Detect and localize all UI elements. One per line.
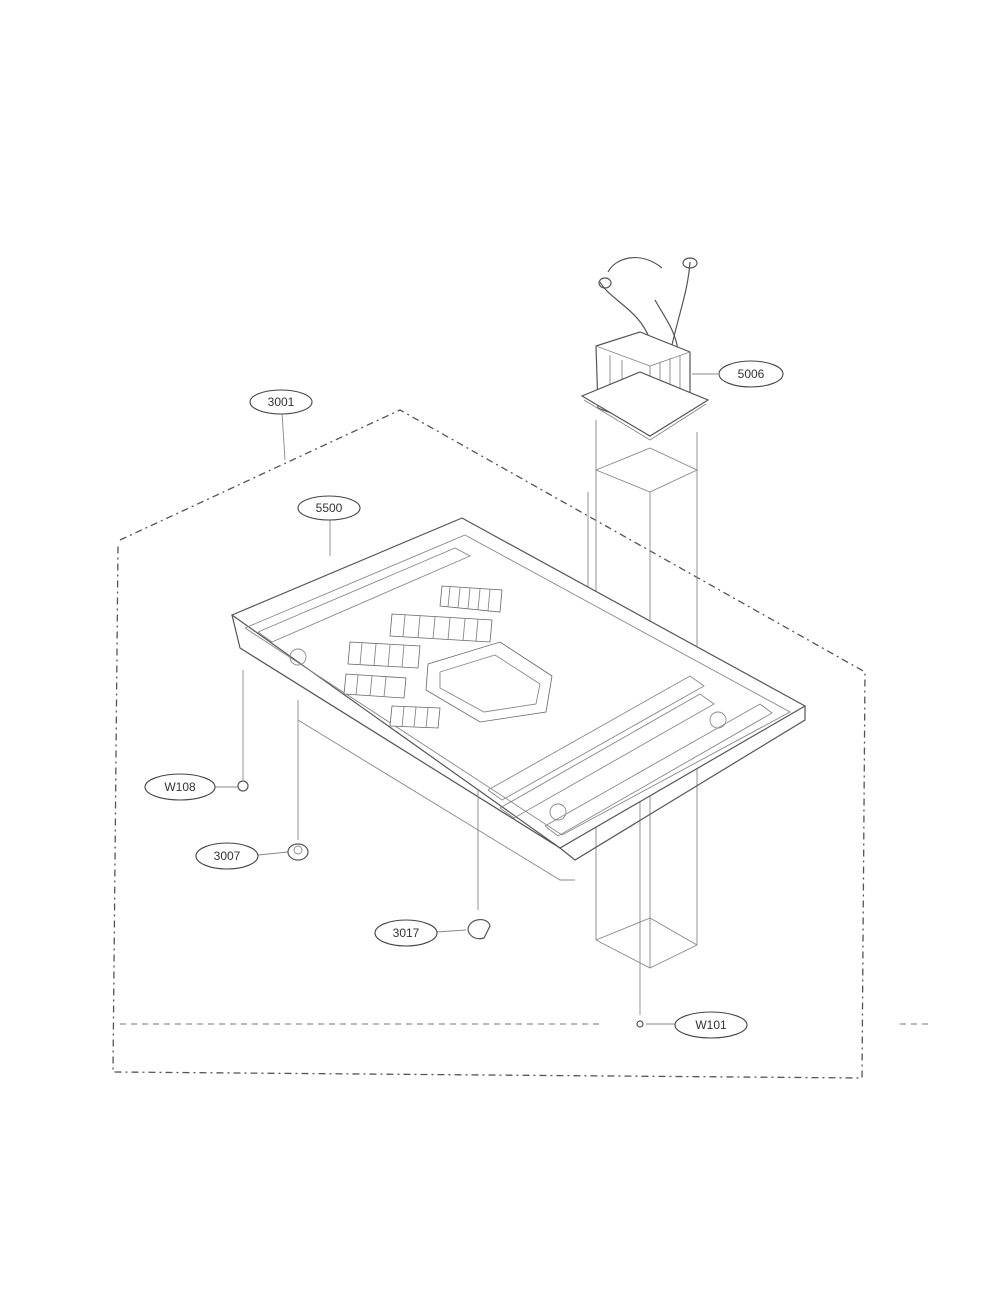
vent-slots [343,585,553,729]
callout-3001: 3001 [249,389,313,415]
callout-w108-label: W108 [164,780,196,794]
callout-w101: W101 [674,1011,748,1039]
callout-3017-label: 3017 [393,926,420,940]
callout-3017: 3017 [374,919,438,947]
callout-5500: 5500 [297,495,361,521]
hardware-parts [237,780,644,1028]
transformer-assembly [580,257,718,1015]
callout-5006: 5006 [718,360,784,388]
screw-w101 [636,1020,644,1028]
callout-w108: W108 [144,773,216,801]
foot-3007 [287,843,309,861]
base-frame-outline [112,409,866,1079]
callout-3007: 3007 [195,842,259,870]
callout-3001-label: 3001 [268,395,295,409]
callout-5006-label: 5006 [738,367,765,381]
callout-3007-label: 3007 [214,849,241,863]
foot-3017 [467,919,491,940]
callout-5500-label: 5500 [316,501,343,515]
callout-leaders [120,412,930,1025]
callout-w101-label: W101 [695,1018,727,1032]
screw-w108 [237,780,249,792]
